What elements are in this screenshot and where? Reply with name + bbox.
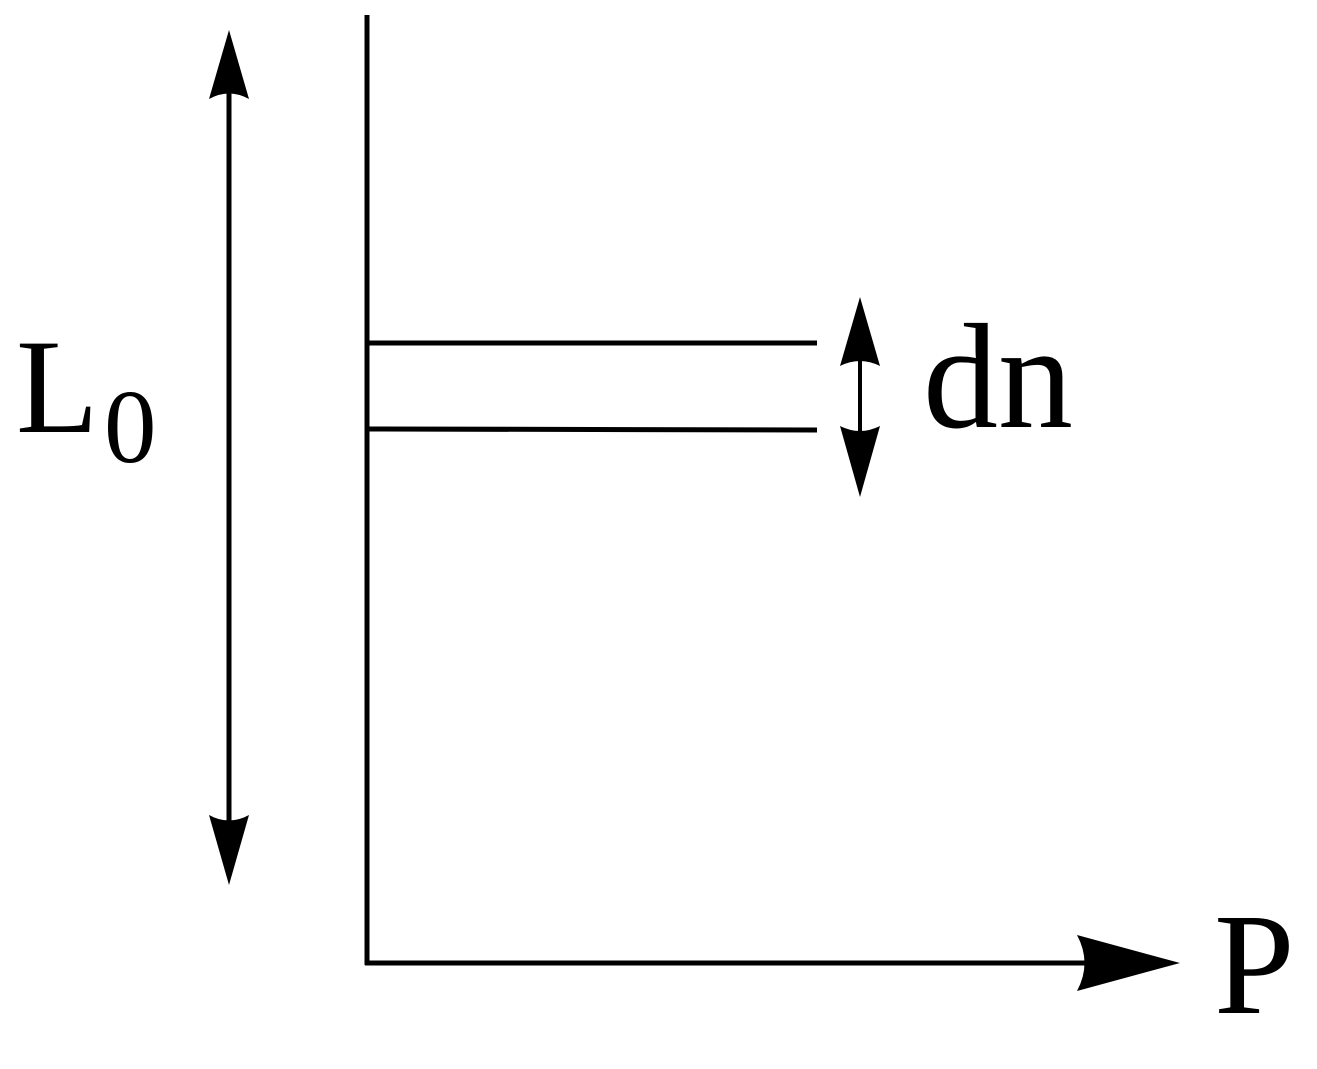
dn-label: dn	[923, 294, 1073, 460]
dn-arrowhead-top	[840, 297, 880, 366]
strip-lower-line	[368, 426, 818, 433]
l0-arrowhead-bottom	[209, 815, 249, 885]
p-axis-arrowhead	[1077, 935, 1180, 991]
p-axis-label: P	[1214, 885, 1295, 1045]
l0-subscript: 0	[104, 368, 157, 485]
dn-arrowhead-bottom	[840, 426, 880, 497]
l0-arrowhead-top	[209, 30, 249, 99]
l0-label: L	[16, 313, 98, 462]
